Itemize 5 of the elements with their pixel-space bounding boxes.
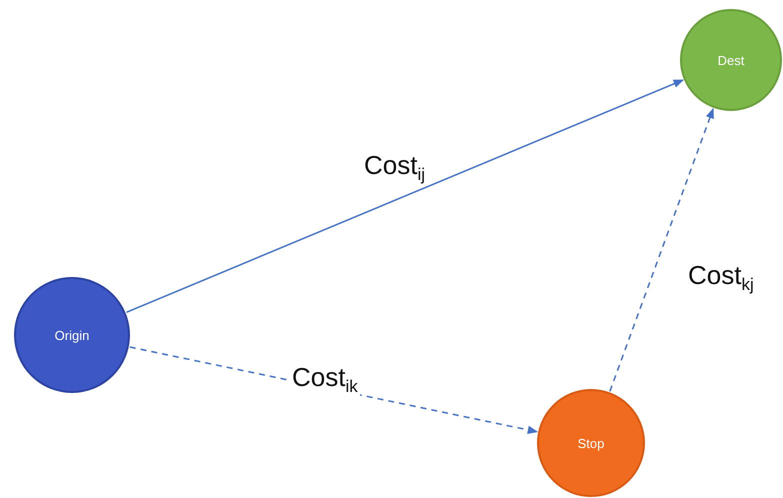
arrow (126, 79, 684, 313)
node-label: Dest (718, 52, 744, 68)
node-label: Origin (54, 328, 90, 342)
node-label: Stop (578, 436, 604, 450)
arrow (609, 108, 714, 392)
